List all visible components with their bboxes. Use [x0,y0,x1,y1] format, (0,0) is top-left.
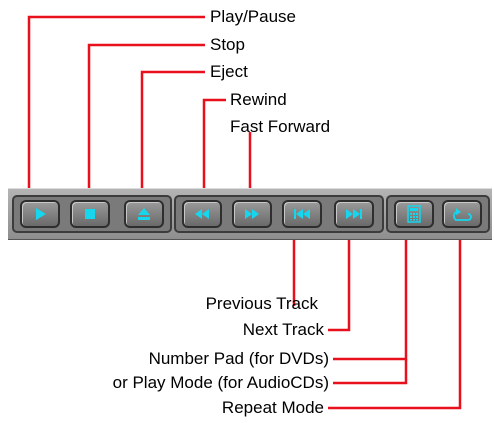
stop-button[interactable] [70,200,110,228]
label-fast-forward: Fast Forward [230,117,331,136]
leader-line-play-mode [333,359,408,385]
eject-icon [138,208,150,220]
rewind-icon [195,209,209,219]
rewind-button[interactable] [182,200,222,228]
leader-line-next-track [328,234,351,332]
label-number-pad: Number Pad (for DVDs) [148,349,329,368]
mode-group [386,195,490,233]
eject-button[interactable] [124,200,164,228]
repeat-mode-button[interactable] [442,200,482,228]
label-next-track: Next Track [242,320,324,339]
number-pad-icon [407,205,421,223]
leader-line-eject [140,70,205,197]
label-eject: Eject [210,62,248,81]
play-pause-button[interactable] [20,200,60,228]
number-pad-button[interactable] [394,200,434,228]
label-rewind: Rewind [230,90,287,109]
next-track-icon [346,209,362,219]
next-track-button[interactable] [334,200,374,228]
transport-group [12,195,172,233]
play-icon [36,208,46,220]
media-toolbar [8,188,492,240]
leader-line-play-pause [27,15,205,197]
fast-forward-button[interactable] [232,200,272,228]
leader-line-stop [87,43,205,197]
fast-forward-icon [245,209,259,219]
navigation-group [174,195,384,233]
label-stop: Stop [210,35,245,54]
stop-icon [85,209,95,219]
label-repeat-mode: Repeat Mode [221,398,324,417]
label-previous-track: Previous Track [205,294,318,313]
leader-line-number-pad [333,234,408,361]
leader-line-rewind [202,98,226,197]
repeat-icon [453,208,472,221]
previous-track-button[interactable] [282,200,322,228]
leader-line-repeat-mode [328,234,462,410]
label-play-mode: or Play Mode (for AudioCDs) [112,373,329,392]
previous-track-icon [294,209,310,219]
label-play-pause: Play/Pause [210,7,296,26]
